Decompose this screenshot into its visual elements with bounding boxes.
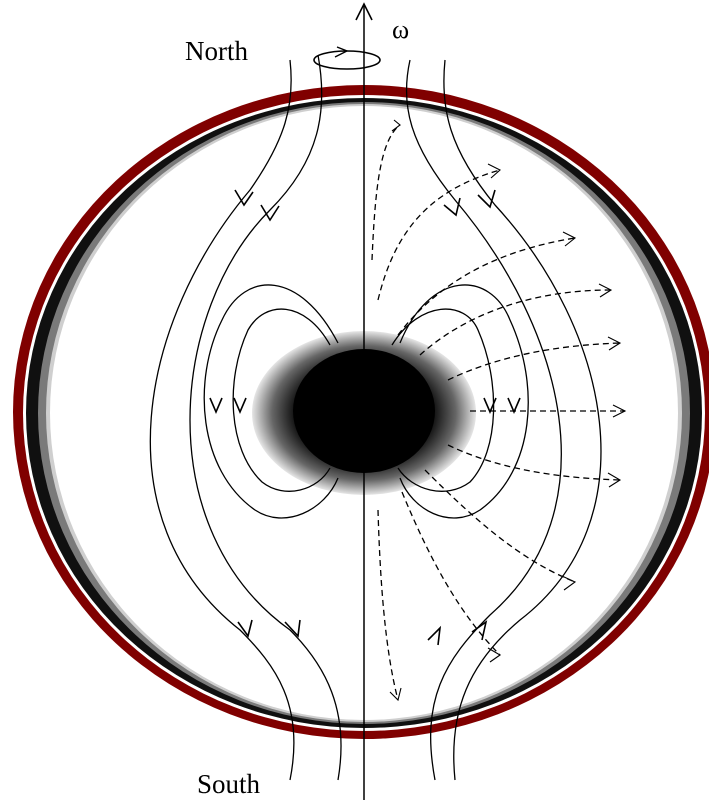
rotation-ellipse bbox=[313, 50, 381, 70]
field-lines-left bbox=[149, 54, 342, 781]
north-label: North bbox=[185, 36, 248, 66]
south-label: South bbox=[197, 769, 261, 799]
rotation-arrowhead bbox=[334, 46, 349, 58]
axis-arrowhead bbox=[355, 2, 373, 21]
rotation-label: ω bbox=[392, 15, 409, 44]
dashed-arrowheads bbox=[389, 119, 627, 702]
field-lines-right bbox=[391, 59, 602, 781]
dashed-field-lines bbox=[371, 124, 625, 701]
field-arrowheads bbox=[209, 189, 521, 646]
